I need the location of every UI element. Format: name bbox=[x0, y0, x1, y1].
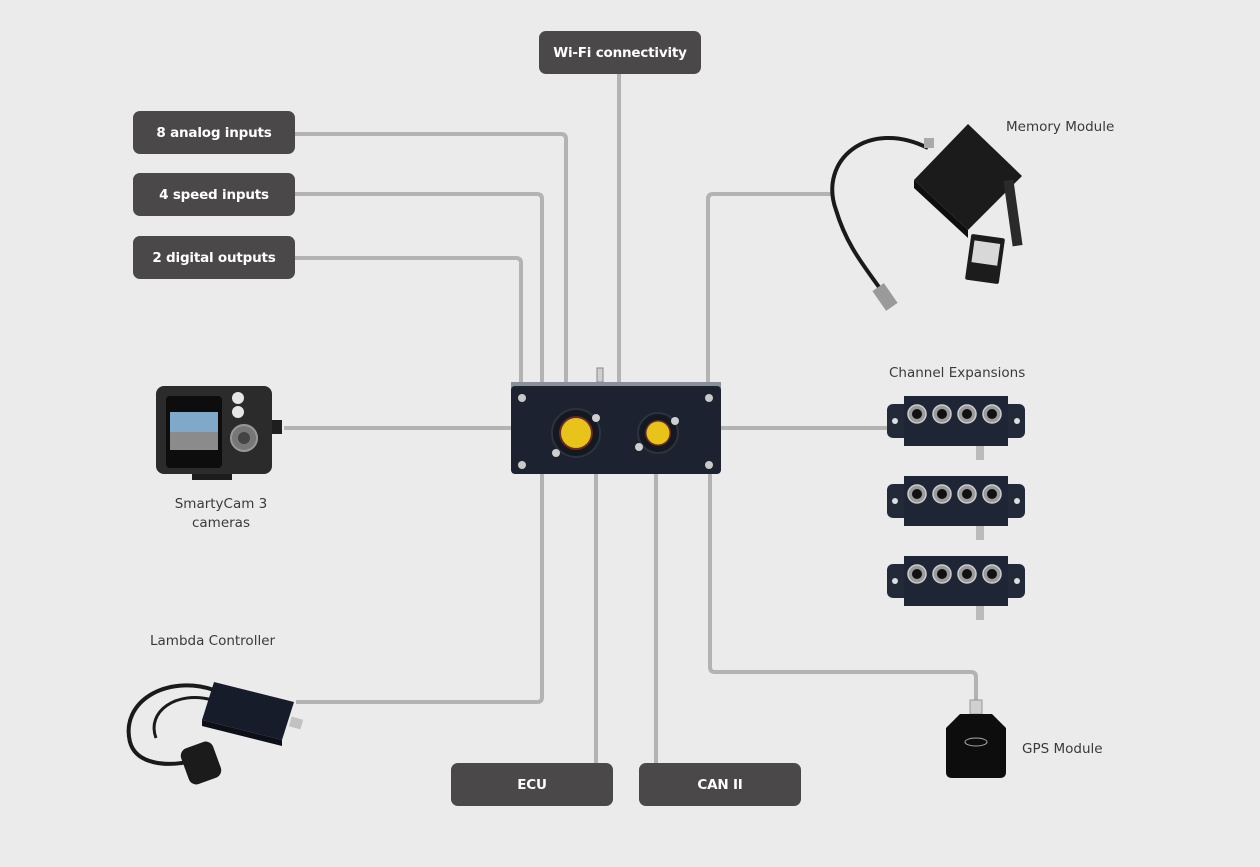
central-unit bbox=[511, 367, 721, 474]
expansion-connector-icon bbox=[646, 421, 670, 445]
channel-expansions-image bbox=[886, 396, 1026, 621]
gps-module-image bbox=[946, 699, 1006, 778]
lambda-controller-image bbox=[126, 682, 304, 785]
wire-memory bbox=[706, 192, 832, 384]
smartycam-label: SmartyCam 3 cameras bbox=[171, 495, 271, 533]
gps-module-label: GPS Module bbox=[1022, 741, 1103, 757]
wire-analog bbox=[294, 132, 568, 384]
main-connector-icon bbox=[561, 418, 591, 448]
smartycam-label-line1: SmartyCam 3 bbox=[174, 496, 268, 512]
wire-lambda bbox=[296, 472, 544, 704]
can2-pill: CAN II bbox=[639, 763, 801, 806]
lambda-controller-label: Lambda Controller bbox=[150, 633, 276, 649]
speed-inputs-pill: 4 speed inputs bbox=[133, 173, 295, 216]
smartycam-image bbox=[156, 386, 282, 480]
channel-expansions-label: Channel Expansions bbox=[889, 365, 1026, 381]
wire-gps bbox=[708, 472, 978, 700]
digital-outputs-pill: 2 digital outputs bbox=[133, 236, 295, 279]
smartycam-label-line2: cameras bbox=[191, 515, 250, 531]
antenna-connector-icon bbox=[596, 367, 604, 383]
memory-module-image bbox=[830, 124, 1023, 311]
analog-inputs-pill: 8 analog inputs bbox=[133, 111, 295, 154]
memory-module-label: Memory Module bbox=[1006, 119, 1115, 135]
wire-speed bbox=[294, 192, 544, 384]
wifi-connectivity-pill: Wi-Fi connectivity bbox=[539, 31, 701, 74]
ecu-pill: ECU bbox=[451, 763, 613, 806]
wire-digital bbox=[294, 256, 523, 384]
screw-icon bbox=[518, 394, 713, 469]
